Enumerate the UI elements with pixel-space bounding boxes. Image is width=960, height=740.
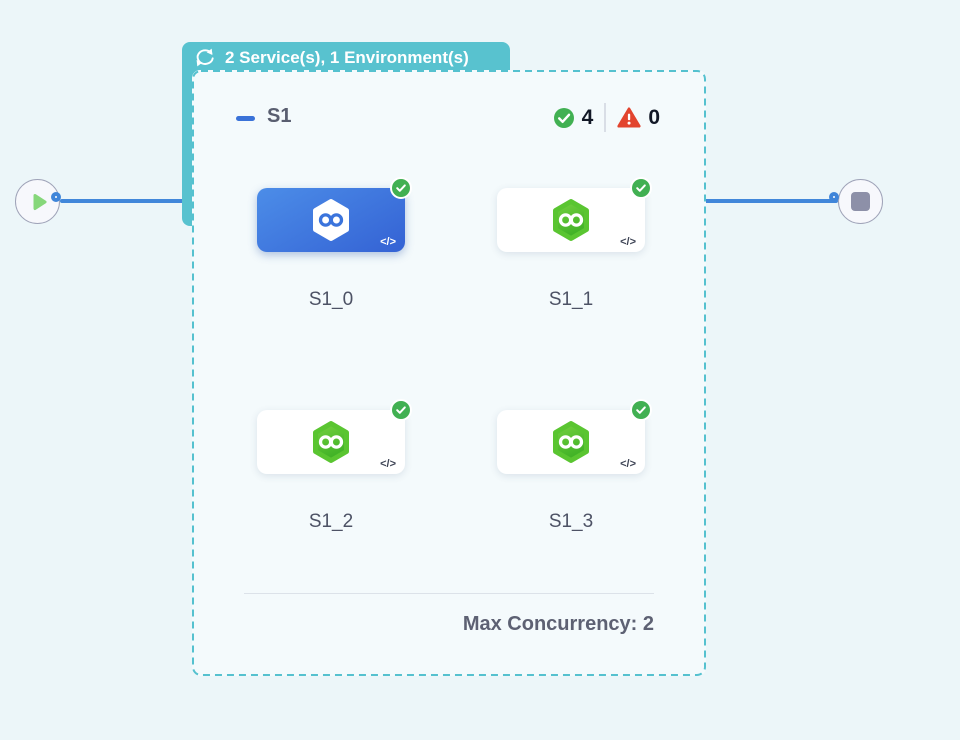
dashed-border bbox=[192, 70, 706, 676]
stop-icon bbox=[851, 192, 870, 211]
code-icon: </> bbox=[620, 236, 636, 248]
success-count: 4 bbox=[581, 105, 594, 129]
success-check-icon bbox=[553, 107, 575, 129]
code-icon: </> bbox=[380, 236, 396, 248]
service-label-s1-3: S1_3 bbox=[548, 511, 594, 532]
service-label-s1-2: S1_2 bbox=[308, 511, 354, 532]
service-label-s1-1: S1_1 bbox=[548, 289, 594, 310]
connector-line-left bbox=[60, 199, 184, 203]
service-card-s1-0[interactable]: </> bbox=[257, 177, 412, 252]
link-node-start[interactable] bbox=[51, 192, 61, 202]
link-node-end[interactable] bbox=[829, 192, 839, 202]
harness-service-icon bbox=[311, 198, 351, 242]
code-icon: </> bbox=[380, 458, 396, 470]
success-badge-icon bbox=[390, 399, 412, 421]
status-summary: 4 0 bbox=[553, 103, 660, 132]
status-divider bbox=[604, 103, 607, 132]
code-icon: </> bbox=[620, 458, 636, 470]
failed-count: 0 bbox=[648, 105, 660, 129]
pipeline-start-node[interactable] bbox=[15, 179, 60, 224]
service-card-s1-1[interactable]: </> bbox=[497, 177, 652, 252]
play-icon bbox=[27, 191, 49, 213]
service-label-s1-0: S1_0 bbox=[308, 289, 354, 310]
harness-service-icon bbox=[311, 420, 351, 464]
success-badge-icon bbox=[630, 399, 652, 421]
stage-group-container: S1 4 0 bbox=[192, 70, 706, 676]
max-concurrency-label: Max Concurrency: 2 bbox=[462, 613, 654, 635]
pipeline-end-node[interactable] bbox=[838, 179, 883, 224]
services-environments-label: 2 Service(s), 1 Environment(s) bbox=[225, 47, 469, 67]
connector-line-right bbox=[704, 199, 838, 203]
collapse-toggle[interactable] bbox=[236, 116, 255, 121]
service-card-s1-2[interactable]: </> bbox=[257, 399, 412, 474]
service-card-s1-3[interactable]: </> bbox=[497, 399, 652, 474]
cycle-icon bbox=[193, 47, 216, 68]
group-title: S1 bbox=[267, 105, 292, 127]
harness-service-icon bbox=[551, 198, 591, 242]
success-badge-icon bbox=[390, 177, 412, 199]
error-warning-icon bbox=[617, 107, 641, 128]
harness-service-icon bbox=[551, 420, 591, 464]
success-badge-icon bbox=[630, 177, 652, 199]
footer-divider bbox=[244, 593, 654, 594]
